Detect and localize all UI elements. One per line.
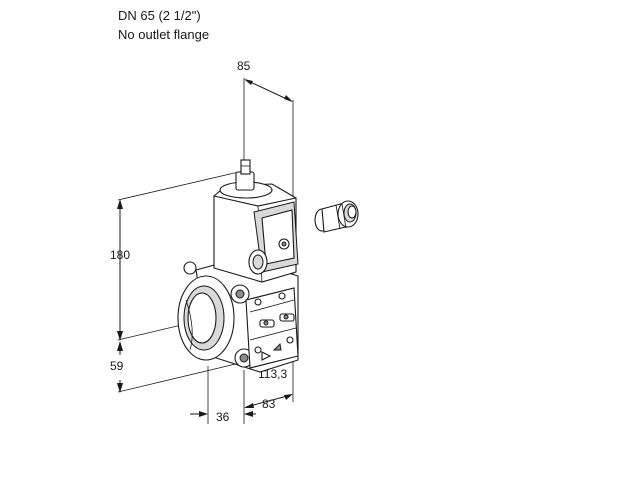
cable-gland [314, 200, 359, 233]
dimension-36-83: 36 83 [190, 360, 294, 424]
top-terminal-plug [235, 159, 255, 191]
dimension-59-label: 59 [110, 359, 124, 373]
solenoid-coil [213, 181, 299, 283]
dimension-59: 59 [110, 341, 245, 393]
dimension-180-label: 180 [110, 248, 130, 262]
dimension-85-label: 85 [237, 59, 251, 73]
model-size-label: DN 65 (2 1/2") [118, 8, 201, 23]
flange-note: No outlet flange [118, 27, 210, 42]
dimension-180: 180 [110, 170, 244, 341]
valve-body [177, 257, 299, 373]
dimension-36-label: 36 [216, 410, 230, 424]
dimension-83-label: 83 [262, 397, 276, 411]
